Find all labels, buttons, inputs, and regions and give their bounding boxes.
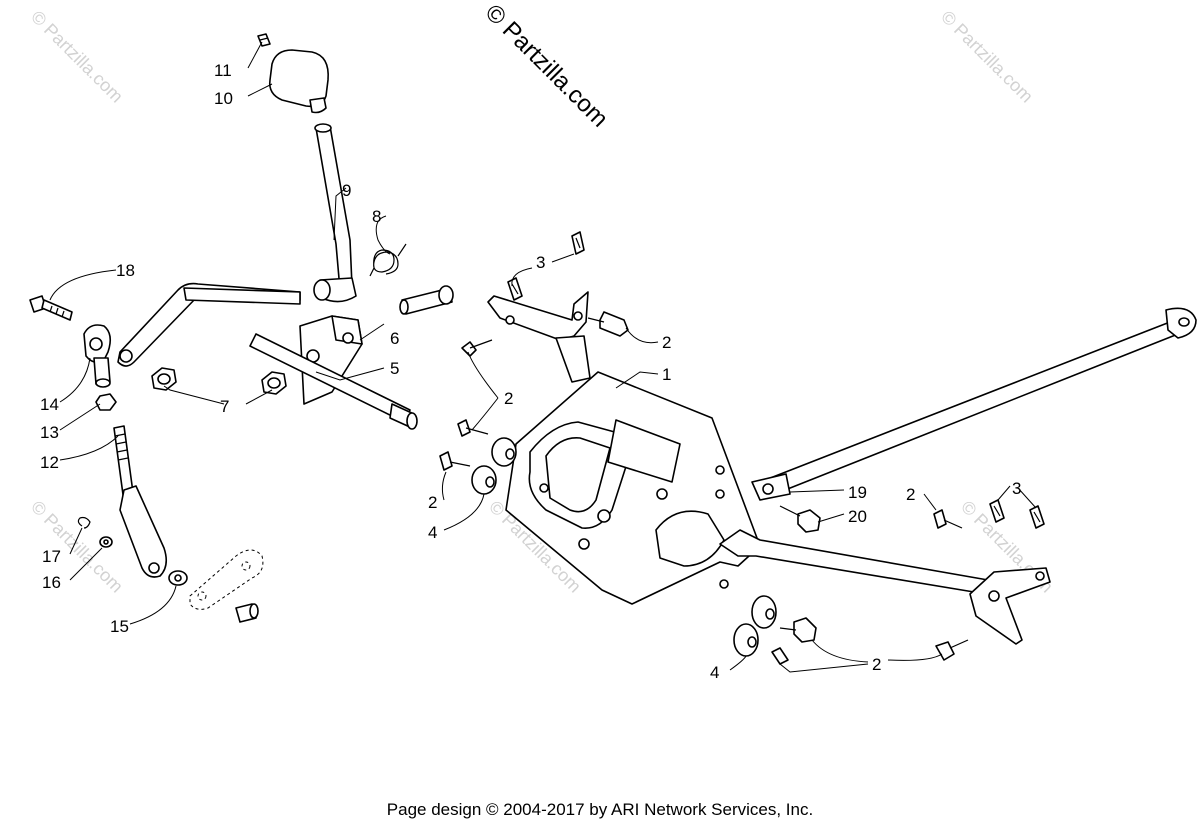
callout-10: 10 bbox=[214, 89, 233, 108]
callout-4-right: 4 bbox=[710, 663, 719, 682]
callout-4-left: 4 bbox=[428, 523, 437, 542]
jam-nut bbox=[95, 393, 117, 411]
transmission-lever-dashed bbox=[189, 549, 264, 610]
callout-18: 18 bbox=[116, 261, 135, 280]
callout-2-upper: 2 bbox=[662, 333, 671, 352]
washer-15 bbox=[168, 570, 188, 586]
mounting-plate bbox=[505, 371, 761, 605]
callout-16: 16 bbox=[42, 573, 61, 592]
bolt-2-mid bbox=[457, 419, 489, 437]
callout-15: 15 bbox=[110, 617, 129, 636]
callout-13: 13 bbox=[40, 423, 59, 442]
callout-labels: 11 10 9 8 18 6 5 7 14 13 12 17 16 15 3 2… bbox=[40, 61, 1021, 682]
clip-nut-upper-right bbox=[571, 231, 585, 255]
torsion-spring bbox=[369, 243, 407, 277]
clip-nut-right-2 bbox=[1029, 505, 1045, 529]
pivot-bracket bbox=[299, 315, 363, 405]
callout-9: 9 bbox=[342, 181, 351, 200]
grommet-4-c bbox=[751, 595, 777, 629]
pivot-pin bbox=[399, 285, 454, 315]
lower-arm bbox=[119, 485, 168, 578]
bolt-2-left bbox=[461, 339, 493, 357]
callout-2-right: 2 bbox=[906, 485, 915, 504]
clip-nut-upper-left bbox=[507, 277, 523, 301]
flange-bolt-20 bbox=[779, 505, 821, 533]
watermark-top-right: © Partzilla.com bbox=[937, 7, 1037, 107]
watermark-top-left: © Partzilla.com bbox=[27, 7, 127, 107]
callout-14: 14 bbox=[40, 395, 59, 414]
upper-bracket bbox=[487, 291, 591, 383]
shift-knob bbox=[268, 49, 329, 114]
bolt-2-lower-right bbox=[935, 639, 969, 661]
callout-6: 6 bbox=[390, 329, 399, 348]
callout-2-lower-left: 2 bbox=[428, 493, 437, 512]
callout-8: 8 bbox=[372, 207, 381, 226]
callout-12: 12 bbox=[40, 453, 59, 472]
shift-lever bbox=[313, 123, 357, 303]
watermark-main: © Partzilla.com bbox=[480, 0, 613, 133]
callout-3-right: 3 bbox=[1012, 479, 1021, 498]
callout-2-left: 2 bbox=[504, 389, 513, 408]
callout-3-upper: 3 bbox=[536, 253, 545, 272]
callout-11: 11 bbox=[214, 61, 232, 80]
flange-nut-right bbox=[261, 371, 287, 395]
callout-19: 19 bbox=[848, 483, 867, 502]
flange-nut-left bbox=[151, 367, 177, 391]
clip-nut-right-1 bbox=[989, 499, 1005, 523]
callout-17: 17 bbox=[42, 547, 61, 566]
callout-20: 20 bbox=[848, 507, 867, 526]
lower-rod bbox=[719, 529, 989, 595]
bolt-2-lower bbox=[771, 647, 789, 665]
grommet-4-b bbox=[471, 465, 497, 495]
leader-lines bbox=[49, 41, 1037, 673]
ball-joint bbox=[83, 324, 112, 388]
knob-screw bbox=[257, 33, 271, 47]
bolt-2-right-upper bbox=[933, 509, 963, 529]
callout-2-bottom: 2 bbox=[872, 655, 881, 674]
grommet-4-a bbox=[491, 437, 517, 467]
washer-16 bbox=[99, 536, 113, 548]
grommet-4-d bbox=[733, 623, 759, 657]
bolt-2-upper-bracket bbox=[587, 311, 629, 337]
callout-1: 1 bbox=[662, 365, 671, 384]
right-bracket bbox=[969, 567, 1051, 645]
bolt-2-lower-mid bbox=[779, 617, 817, 643]
shift-shaft bbox=[249, 333, 418, 430]
footer-copyright: Page design © 2004-2017 by ARI Network S… bbox=[386, 800, 814, 819]
long-rod bbox=[751, 307, 1197, 501]
bolt-18 bbox=[29, 295, 73, 321]
lever-pin bbox=[235, 603, 259, 623]
bolt-2-lower-left bbox=[439, 451, 471, 471]
callout-5: 5 bbox=[390, 359, 399, 378]
callout-7: 7 bbox=[220, 397, 229, 416]
clip-17 bbox=[77, 516, 91, 529]
shift-arm bbox=[117, 282, 301, 367]
